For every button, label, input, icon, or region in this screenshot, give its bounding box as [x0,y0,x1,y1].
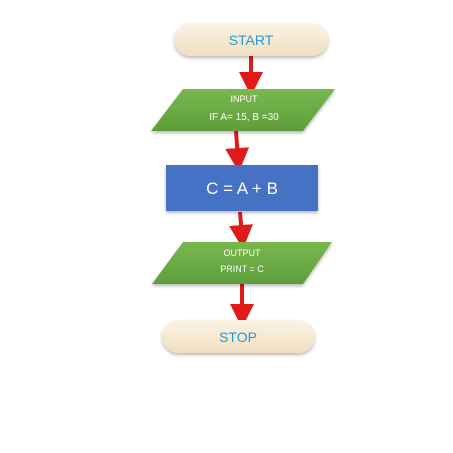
output-title: OUTPUT [224,248,262,258]
input-parallelogram: INPUT IF A= 15, B =30 [151,89,335,131]
arrow-process-to-output [229,211,254,249]
input-detail: IF A= 15, B =30 [209,112,279,123]
input-title: INPUT [231,94,259,104]
stop-terminal: STOP [162,320,315,353]
start-terminal: START [174,23,328,56]
process-box: C = A + B [166,165,318,211]
process-label: C = A + B [206,179,278,198]
start-label: START [229,32,274,48]
arrow-input-to-process [225,130,250,172]
output-detail: PRINT = C [220,264,264,274]
stop-label: STOP [219,329,257,345]
output-parallelogram: OUTPUT PRINT = C [152,242,332,284]
